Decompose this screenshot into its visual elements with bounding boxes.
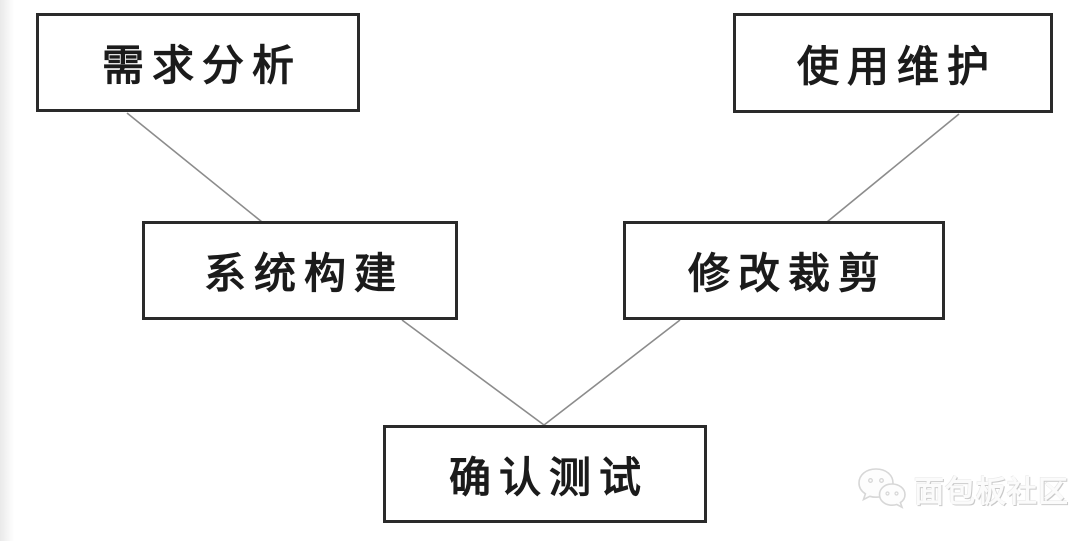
- edge-maintenance-to-tailoring: [826, 113, 960, 223]
- watermark-text: 面包板社区: [914, 476, 1069, 509]
- node-requirements-analysis: 需求分析: [36, 13, 360, 112]
- node-usage-maintenance: 使用维护: [733, 13, 1053, 113]
- node-system-construction: 系统构建: [142, 221, 458, 320]
- node-confirmation-testing: 确认测试: [383, 425, 707, 523]
- watermark: 面包板社区: [856, 466, 1069, 512]
- edge-construction-to-testing: [401, 319, 545, 426]
- node-modification-tailoring: 修改裁剪: [623, 221, 945, 320]
- edge-requirements-to-construction: [126, 112, 263, 223]
- chat-bubbles-icon: [858, 468, 906, 509]
- edge-tailoring-to-testing: [543, 319, 681, 426]
